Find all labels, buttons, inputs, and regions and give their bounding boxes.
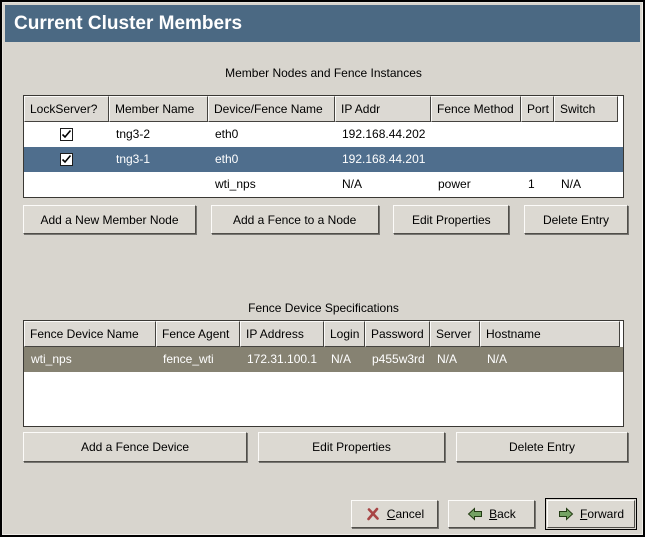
members-table-header-row: LockServer? Member Name Device/Fence Nam… <box>24 96 623 122</box>
lockserver-cell <box>24 122 109 147</box>
switch-cell: N/A <box>561 177 582 191</box>
column-header-ip-addr[interactable]: IP Addr <box>335 96 431 122</box>
forward-button-focus-ring: Forward <box>544 498 637 530</box>
port-cell <box>521 122 554 147</box>
members-button-row: Add a New Member Node Add a Fence to a N… <box>23 205 628 234</box>
lockserver-cell-empty <box>24 172 109 197</box>
column-header-fence-device-name[interactable]: Fence Device Name <box>24 321 156 347</box>
switch-cell <box>554 122 618 147</box>
column-header-fence-agent[interactable]: Fence Agent <box>156 321 240 347</box>
column-header-hostname[interactable]: Hostname <box>480 321 620 347</box>
add-new-member-node-button[interactable]: Add a New Member Node <box>23 205 196 234</box>
add-fence-to-node-button[interactable]: Add a Fence to a Node <box>210 205 379 234</box>
column-header-fence-method[interactable]: Fence Method <box>431 96 521 122</box>
column-header-server[interactable]: Server <box>430 321 480 347</box>
column-header-login[interactable]: Login <box>324 321 365 347</box>
delete-entry-button[interactable]: Delete Entry <box>523 205 628 234</box>
fence-method-cell <box>431 147 521 172</box>
delete-entry-button-fence[interactable]: Delete Entry <box>456 432 628 462</box>
lockserver-checkbox-checked-icon[interactable] <box>60 128 73 141</box>
header-filler <box>618 96 623 122</box>
password-cell: p455w3rd <box>372 352 425 366</box>
member-name-cell <box>109 172 208 197</box>
server-cell: N/A <box>437 352 458 366</box>
column-header-lockserver[interactable]: LockServer? <box>24 96 109 122</box>
column-header-switch[interactable]: Switch <box>554 96 618 122</box>
fence-devices-table: Fence Device Name Fence Agent IP Address… <box>23 320 624 427</box>
device-fence-cell: eth0 <box>215 127 239 141</box>
fence-method-cell <box>431 122 521 147</box>
edit-properties-button[interactable]: Edit Properties <box>393 205 510 234</box>
port-cell <box>521 147 554 172</box>
ip-addr-cell: 192.168.44.201 <box>342 152 426 166</box>
wizard-footer: Cancel Back Forward <box>350 497 637 531</box>
add-fence-device-button[interactable]: Add a Fence Device <box>23 432 247 462</box>
edit-properties-button-fence[interactable]: Edit Properties <box>258 432 445 462</box>
header-filler <box>620 321 623 347</box>
table-row-wti-nps-fence[interactable]: wti_nps N/A power 1 N/A <box>24 172 623 197</box>
ip-addr-cell: 192.168.44.202 <box>342 127 426 141</box>
page-title: Current Cluster Members <box>5 5 640 42</box>
table-row-tng3-1-selected[interactable]: tng3-1 eth0 192.168.44.201 <box>24 147 623 172</box>
device-fence-cell: eth0 <box>215 152 239 166</box>
column-header-member-name[interactable]: Member Name <box>109 96 208 122</box>
lockserver-checkbox-checked-icon[interactable] <box>60 153 73 166</box>
fence-method-cell: power <box>438 177 471 191</box>
back-label: Back <box>489 507 516 521</box>
member-name-cell: tng3-1 <box>116 152 151 166</box>
column-header-device-fence-name[interactable]: Device/Fence Name <box>208 96 335 122</box>
cancel-x-icon <box>365 506 381 522</box>
fence-agent-cell: fence_wti <box>163 352 214 366</box>
column-header-ip-address[interactable]: IP Address <box>240 321 324 347</box>
port-cell: 1 <box>528 177 535 191</box>
arrow-left-icon <box>467 506 483 522</box>
members-table: LockServer? Member Name Device/Fence Nam… <box>23 95 624 198</box>
arrow-right-icon <box>558 506 574 522</box>
device-fence-cell: wti_nps <box>215 177 256 191</box>
fence-table-caption: Fence Device Specifications <box>248 301 399 315</box>
members-table-caption: Member Nodes and Fence Instances <box>225 66 422 80</box>
hostname-cell: N/A <box>487 352 508 366</box>
table-row-wti-nps-device-selected[interactable]: wti_nps fence_wti 172.31.100.1 N/A p455w… <box>24 347 623 372</box>
table-row-tng3-2[interactable]: tng3-2 eth0 192.168.44.202 <box>24 122 623 147</box>
cancel-label: Cancel <box>386 507 425 521</box>
fence-table-header-row: Fence Device Name Fence Agent IP Address… <box>24 321 623 347</box>
member-name-cell: tng3-2 <box>116 127 151 141</box>
ip-addr-cell: N/A <box>342 177 363 191</box>
cancel-button[interactable]: Cancel <box>350 500 438 528</box>
login-cell: N/A <box>331 352 352 366</box>
fence-device-name-cell: wti_nps <box>31 352 72 366</box>
forward-button[interactable]: Forward <box>546 500 635 528</box>
column-header-port[interactable]: Port <box>521 96 554 122</box>
column-header-password[interactable]: Password <box>365 321 430 347</box>
switch-cell <box>554 147 618 172</box>
lockserver-cell <box>24 147 109 172</box>
back-button[interactable]: Back <box>447 500 535 528</box>
fence-button-row: Add a Fence Device Edit Properties Delet… <box>23 432 628 462</box>
ip-address-cell: 172.31.100.1 <box>247 352 318 366</box>
forward-label: Forward <box>579 507 624 521</box>
